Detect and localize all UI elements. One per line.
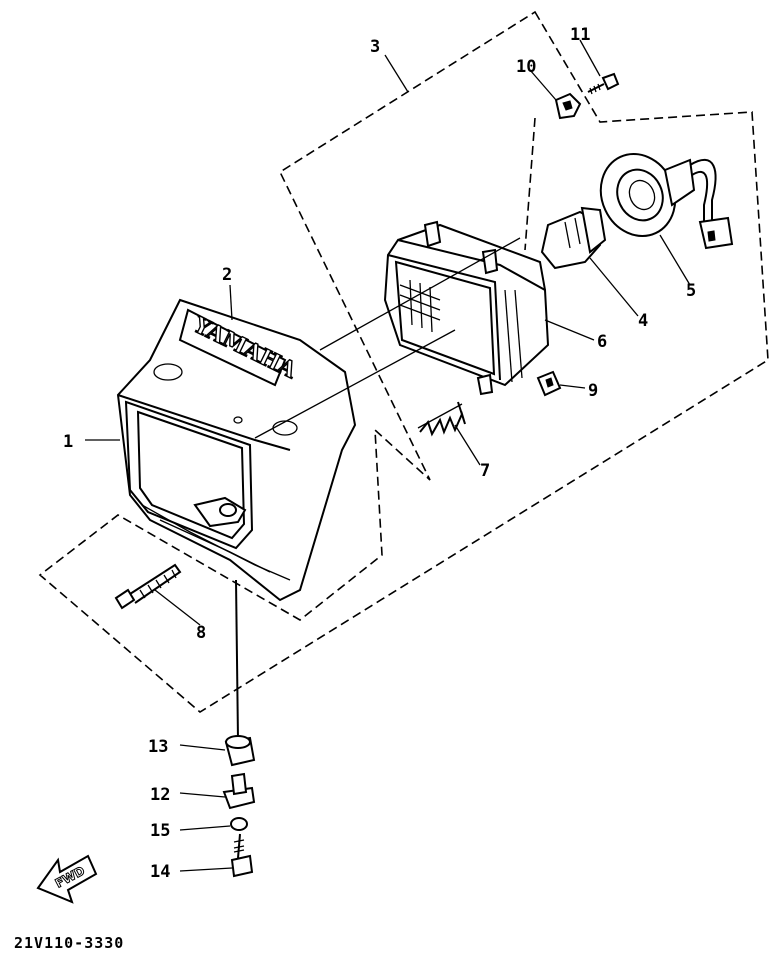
callout-3: 3 (370, 37, 380, 57)
assembly-boundary (38, 10, 769, 713)
bolt (114, 563, 182, 610)
callout-10: 10 (516, 57, 536, 77)
leader-lines (85, 39, 691, 872)
callout-15: 15 (150, 821, 170, 841)
nut-clip (536, 370, 562, 397)
callout-6: 6 (597, 332, 607, 352)
headlight-cover: YAMAHA (116, 298, 357, 602)
callout-4: 4 (638, 311, 648, 331)
spring (417, 401, 466, 437)
socket (599, 153, 734, 250)
callout-12: 12 (150, 785, 170, 805)
callout-14: 14 (150, 862, 170, 882)
drawing-code: 21V110-3330 (14, 934, 124, 952)
callout-11: 11 (570, 25, 590, 45)
callout-labels: 1 2 3 4 5 6 7 8 9 10 11 12 13 14 15 (63, 25, 696, 882)
headlight-unit (383, 220, 550, 396)
callout-9: 9 (588, 381, 598, 401)
mount-stack (222, 579, 256, 878)
callout-1: 1 (63, 432, 73, 452)
callout-13: 13 (148, 737, 168, 757)
nut-and-screw (554, 72, 620, 120)
callout-8: 8 (196, 623, 206, 643)
callout-5: 5 (686, 281, 696, 301)
callout-2: 2 (222, 265, 232, 285)
fwd-arrow: FWD (36, 854, 98, 904)
callout-7: 7 (480, 461, 490, 481)
bulb (540, 206, 607, 270)
